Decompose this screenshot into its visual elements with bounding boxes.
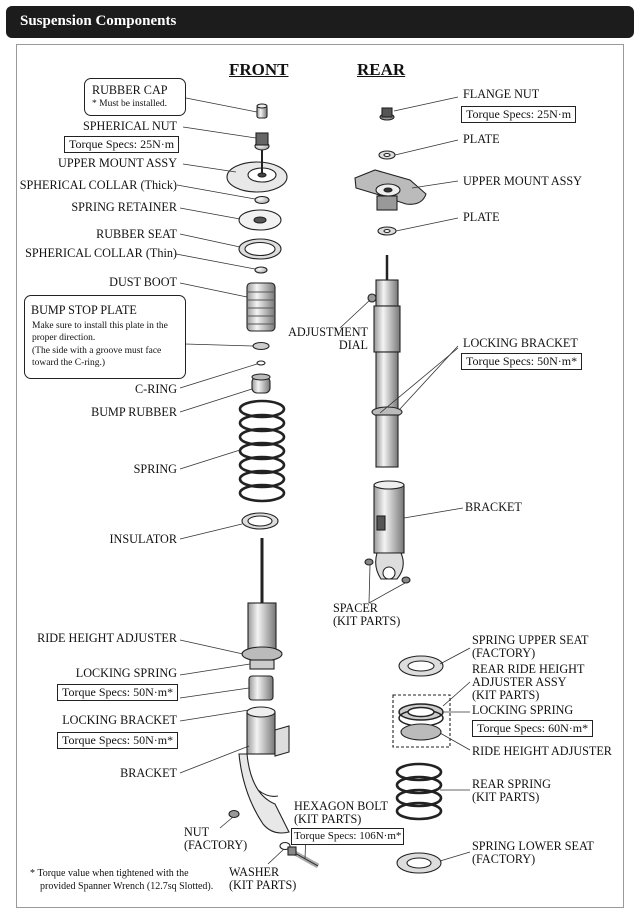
bump-rubber-label: BUMP RUBBER <box>91 405 177 419</box>
spherical-nut-torque: Torque Specs: 25N·m <box>64 136 180 153</box>
spacer-label: SPACER <box>333 601 378 615</box>
spherical-nut-label: SPHERICAL NUT <box>82 119 177 133</box>
rear-plate-bottom-label: PLATE <box>463 210 500 224</box>
spacer-part <box>364 558 411 584</box>
leader-lines <box>175 96 471 865</box>
adjustment-dial-label: ADJUSTMENT <box>288 325 368 339</box>
hex-bolt-kit-label: (KIT PARTS) <box>294 812 362 826</box>
rear-ride-height-assy-label-1: REAR RIDE HEIGHT <box>472 662 585 676</box>
bump-stop-plate-callout: BUMP STOP PLATE Make sure to install thi… <box>24 295 186 379</box>
c-ring-part <box>256 360 266 366</box>
rear-plate-top-part <box>378 150 396 160</box>
washer-kit-label: (KIT PARTS) <box>229 878 297 892</box>
bump-stop-plate-label: BUMP STOP PLATE <box>31 303 137 317</box>
spring-upper-seat-part <box>398 655 444 677</box>
front-spring-part <box>238 399 286 503</box>
locking-spring-label: LOCKING SPRING <box>75 666 177 680</box>
upper-mount-label: UPPER MOUNT ASSY <box>58 156 177 170</box>
locking-spring-torque: Torque Specs: 50N·m* <box>57 684 179 701</box>
adjustment-dial-label-2: DIAL <box>338 338 368 352</box>
spring-label: SPRING <box>133 462 177 476</box>
rear-spring-part <box>395 762 443 821</box>
spring-lower-seat-part <box>396 852 442 874</box>
spring-retainer-label: SPRING RETAINER <box>71 200 177 214</box>
rear-plate-top-label: PLATE <box>463 132 500 146</box>
c-ring-label: C-RING <box>135 382 177 396</box>
spring-upper-seat-label: SPRING UPPER SEAT <box>472 633 589 647</box>
rear-ride-height-adjuster-label: RIDE HEIGHT ADJUSTER <box>472 744 612 758</box>
diagram-frame <box>16 44 624 908</box>
footnote-line-1: * Torque value when tightened with the <box>30 868 189 879</box>
rear-locking-spring-torque: Torque Specs: 60N·m* <box>472 720 594 737</box>
rubber-seat-label: RUBBER SEAT <box>96 227 177 241</box>
page-title: Suspension Components <box>20 13 177 29</box>
rubber-cap-note: * Must be installed. <box>92 99 167 109</box>
bracket-label: BRACKET <box>120 766 177 780</box>
washer-label: WASHER <box>229 865 280 879</box>
flange-nut-torque: Torque Specs: 25N·m <box>461 106 577 123</box>
rear-ride-height-assy-label-2: ADJUSTER ASSY <box>472 675 567 689</box>
flange-nut-part <box>379 107 395 121</box>
spherical-nut-part <box>254 132 270 151</box>
rear-ride-height-adjuster-part <box>400 723 442 741</box>
locking-bracket-torque: Torque Specs: 50N·m* <box>57 732 179 749</box>
upper-mount-part <box>226 150 288 193</box>
hex-bolt-label: HEXAGON BOLT <box>294 799 388 813</box>
rear-locking-spring-part <box>398 703 444 727</box>
hex-bolt-torque: Torque Specs: 106N·m* <box>291 828 405 845</box>
rear-locking-spring-label: LOCKING SPRING <box>472 703 574 717</box>
dust-boot-part <box>246 282 276 332</box>
bump-note-line-1: Make sure to install this plate in the <box>32 321 168 331</box>
ride-height-adjuster-label: RIDE HEIGHT ADJUSTER <box>37 631 177 645</box>
rear-ride-height-assy-label-3: (KIT PARTS) <box>472 688 540 702</box>
spacer-kit-label: (KIT PARTS) <box>333 614 401 628</box>
front-bracket-part <box>238 706 290 834</box>
rear-upper-mount-part <box>354 169 427 211</box>
footnote-line-2: provided Spanner Wrench (12.7sq Slotted)… <box>40 881 214 892</box>
rubber-cap-label: RUBBER CAP <box>92 83 168 97</box>
bump-note-line-4: toward the C-ring.) <box>32 358 106 368</box>
flange-nut-label: FLANGE NUT <box>463 87 540 101</box>
bump-note-line-2: proper direction. <box>32 333 96 343</box>
dust-boot-label: DUST BOOT <box>109 275 177 289</box>
rear-locking-bracket-label: LOCKING BRACKET <box>463 336 578 350</box>
rear-column-heading: REAR <box>357 60 406 79</box>
nut-factory-label: (FACTORY) <box>184 838 248 852</box>
collar-thin-label: SPHERICAL COLLAR (Thin) <box>25 246 177 260</box>
hexagon-bolt-part <box>287 846 320 869</box>
bump-stop-plate-part <box>252 341 270 351</box>
rear-locking-bracket-torque: Torque Specs: 50N·m* <box>461 353 583 370</box>
nut-part <box>228 809 240 819</box>
rubber-cap-callout: RUBBER CAP * Must be installed. <box>84 78 186 116</box>
spring-retainer-part <box>238 209 282 231</box>
bump-note-line-3: (The side with a groove must face <box>32 346 162 356</box>
title-bar: Suspension Components <box>6 6 634 38</box>
spring-upper-seat-factory-label: (FACTORY) <box>472 646 536 660</box>
rear-spring-kit-label: (KIT PARTS) <box>472 790 540 804</box>
rear-damper-part <box>367 255 403 468</box>
rear-bracket-part <box>373 480 405 580</box>
rear-ride-height-assy-box <box>392 694 451 748</box>
insulator-label: INSULATOR <box>109 532 178 546</box>
rear-spring-label: REAR SPRING <box>472 777 551 791</box>
spring-lower-seat-factory-label: (FACTORY) <box>472 852 536 866</box>
locking-bracket-label: LOCKING BRACKET <box>62 713 177 727</box>
rubber-cap-part <box>256 103 268 119</box>
collar-thick-label: SPHERICAL COLLAR (Thick) <box>19 178 177 192</box>
nut-label: NUT <box>184 825 210 839</box>
rubber-seat-part <box>238 238 282 260</box>
spring-lower-seat-label: SPRING LOWER SEAT <box>472 839 594 853</box>
bump-rubber-part <box>251 373 271 394</box>
rear-bracket-label: BRACKET <box>465 500 522 514</box>
spherical-collar-thick-part <box>254 195 270 205</box>
insulator-part <box>241 512 279 530</box>
rear-upper-mount-label: UPPER MOUNT ASSY <box>463 174 582 188</box>
front-damper-part <box>241 538 283 701</box>
front-column-heading: FRONT <box>229 60 289 79</box>
spherical-collar-thin-part <box>254 266 268 274</box>
rear-plate-bottom-part <box>377 226 397 236</box>
